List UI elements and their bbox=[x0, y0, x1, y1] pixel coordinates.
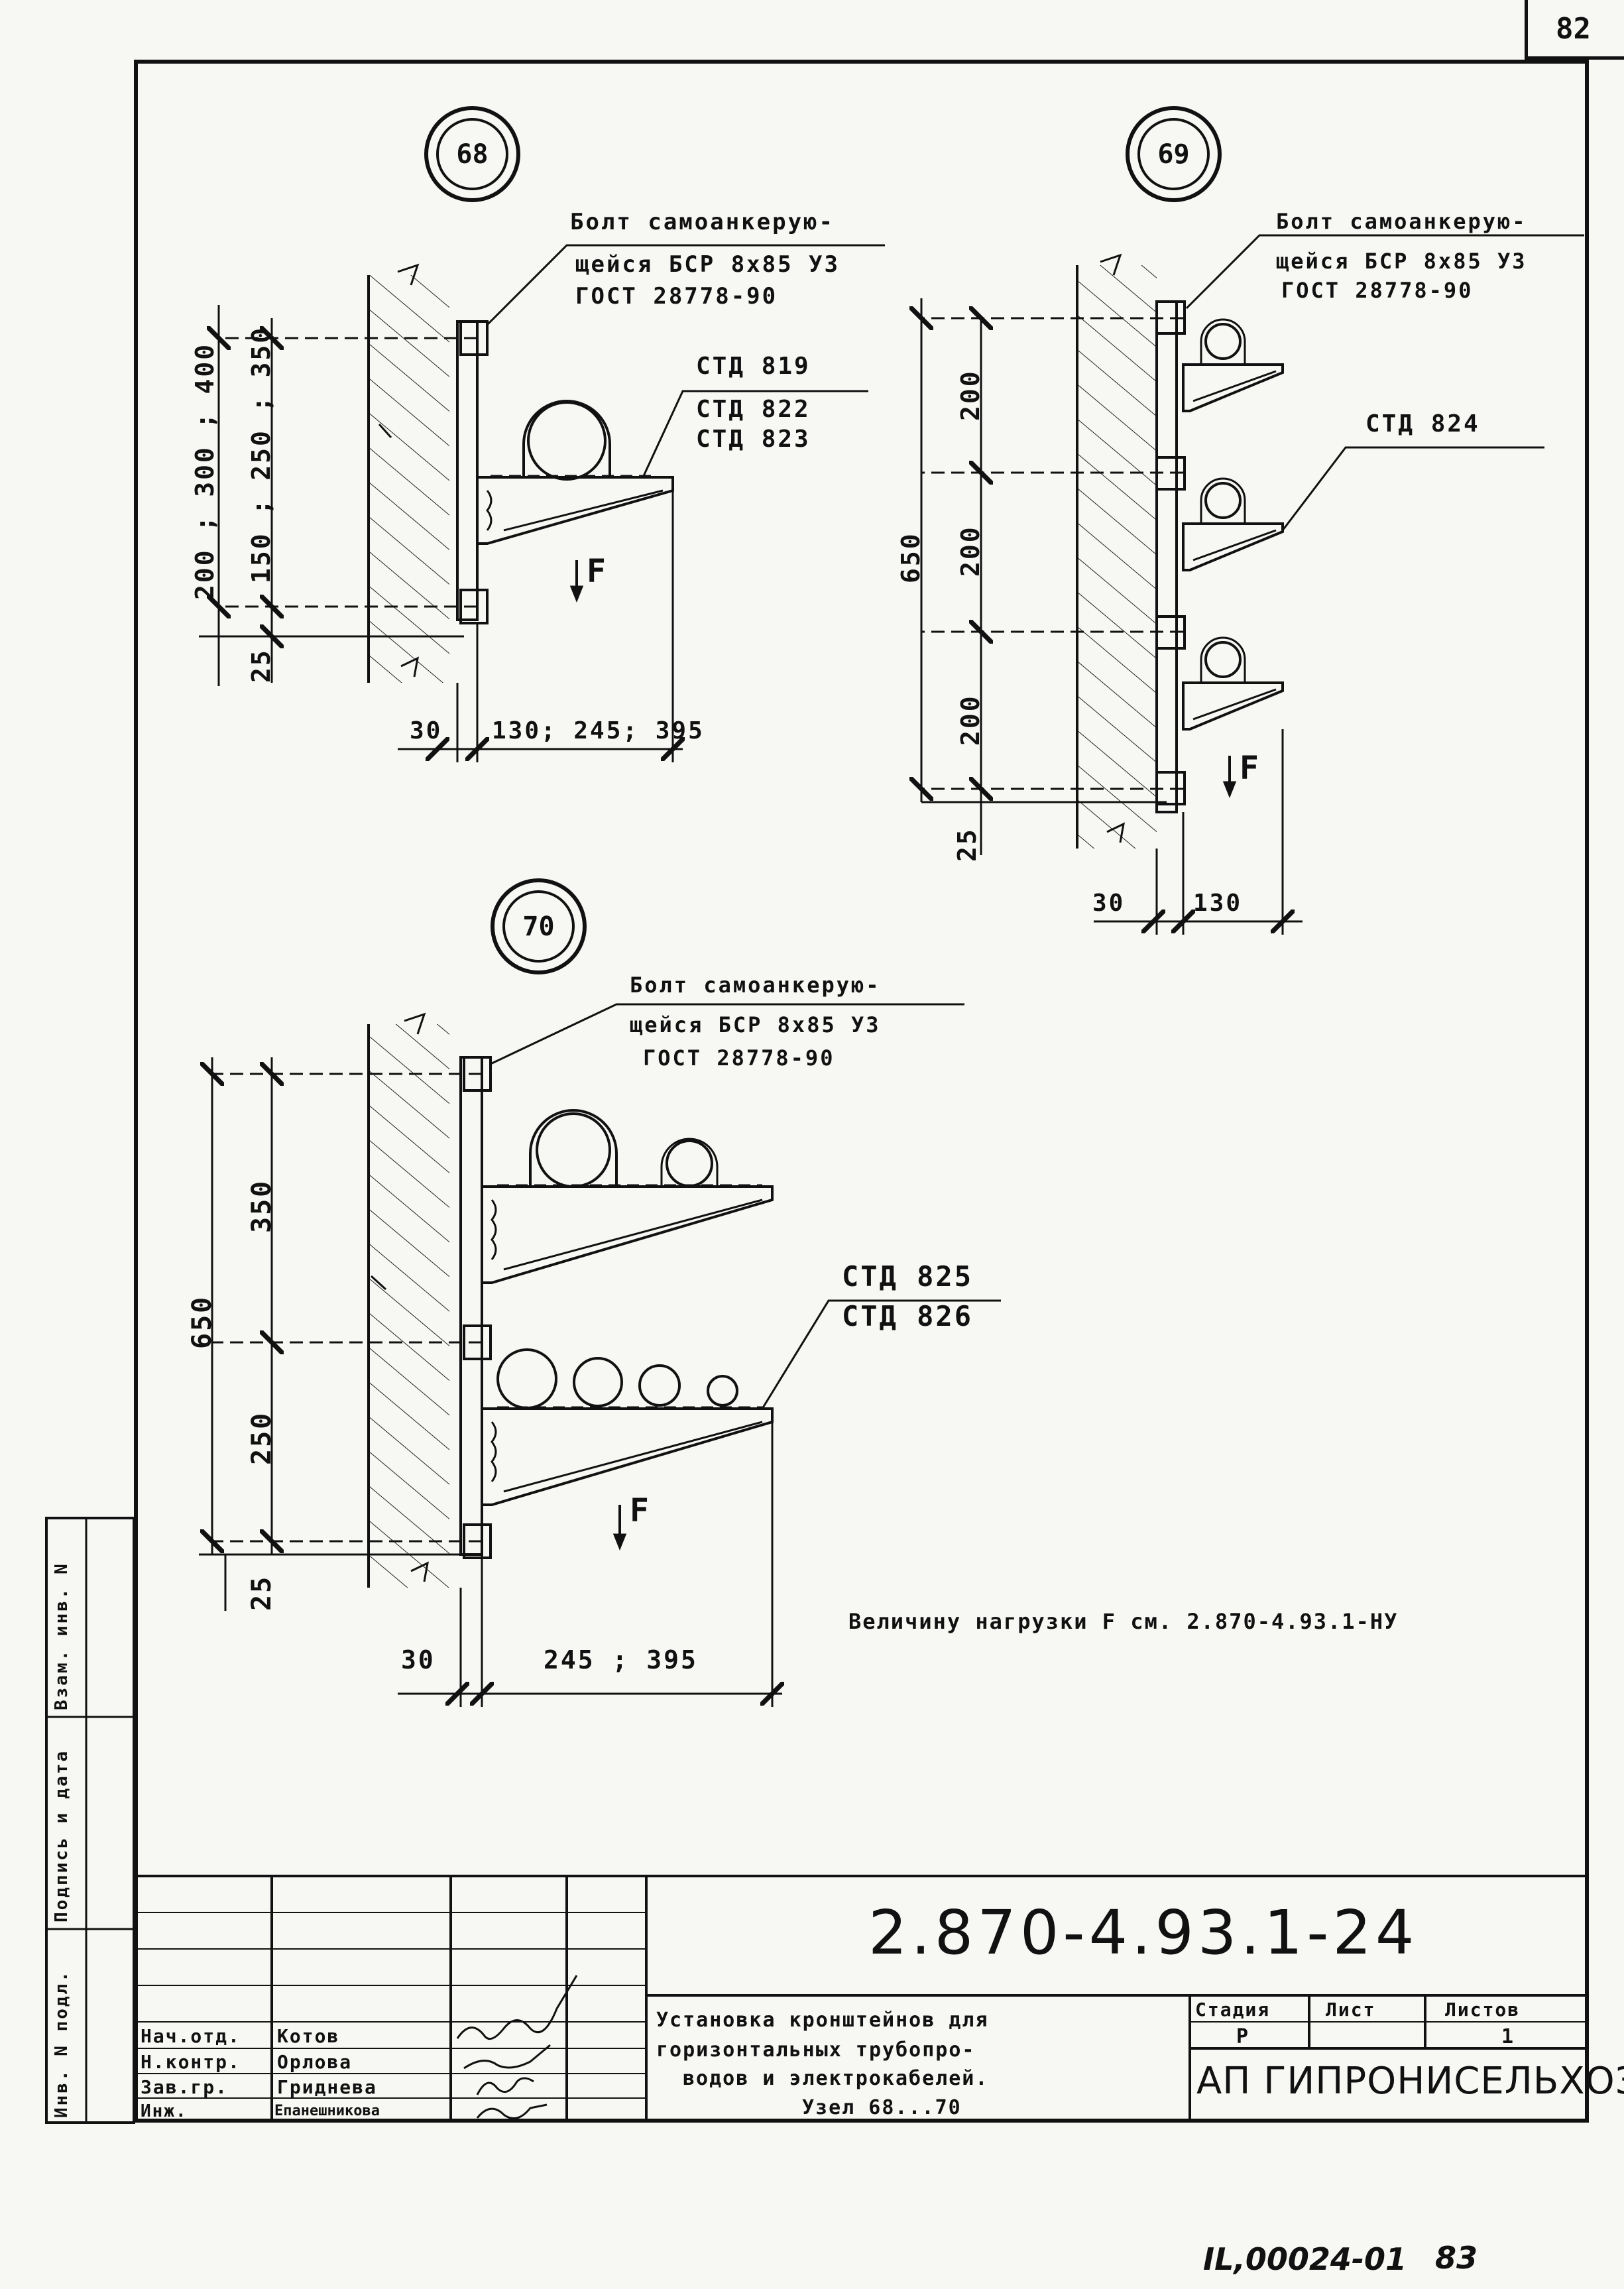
node70-bolt-line-2: щейся БСР 8х85 У3 bbox=[630, 1012, 881, 1037]
node69-drawing bbox=[921, 234, 1584, 935]
node69-dim-seg3: 200 bbox=[956, 694, 985, 746]
description-line-1: Установка кронштейнов для bbox=[656, 2009, 989, 2032]
node70-dim-lower: 250 bbox=[247, 1411, 277, 1465]
page-number: 82 bbox=[1556, 12, 1591, 46]
node68-force: F bbox=[587, 553, 608, 590]
node70-label: 70 bbox=[522, 911, 555, 942]
organization: АП ГИПРОНИСЕЛЬХОЗ bbox=[1196, 2060, 1624, 2103]
signer-name-3: Гриднева bbox=[277, 2076, 377, 2098]
sheets-value: 1 bbox=[1501, 2025, 1515, 2048]
node68-label: 68 bbox=[456, 139, 489, 170]
node70-bracket-line-1: СТД 825 bbox=[842, 1260, 974, 1293]
node70-lower-bracket bbox=[481, 1407, 774, 1506]
node69-dim-reach: 130 bbox=[1193, 890, 1243, 917]
node69-bracket-3 bbox=[1182, 636, 1284, 731]
node68-bracket bbox=[476, 476, 674, 545]
node70-dim-wall: 30 bbox=[401, 1645, 435, 1674]
side-stamp-sign-date: Подпись и дата bbox=[52, 1749, 72, 1922]
node69-dim-seg1: 200 bbox=[956, 369, 985, 421]
node68-bolt-line-3: ГОСТ 28778-90 bbox=[575, 283, 778, 310]
footer-page: 83 bbox=[1435, 2240, 1478, 2276]
node70-wall bbox=[369, 1024, 449, 1588]
node68-bolt-line-2: щейся БСР 8х85 У3 bbox=[575, 251, 840, 278]
page-number-box: 82 bbox=[1525, 0, 1624, 60]
node69-bracket-label: СТД 824 bbox=[1365, 410, 1480, 438]
doc-number: 2.870-4.93.1-24 bbox=[868, 1897, 1419, 1968]
side-stamp-replace-inv: Взам. инв. N bbox=[52, 1562, 72, 1710]
node68-bolt-line-1: Болт самоанкерую- bbox=[570, 209, 835, 235]
signer-role-2: Н.контр. bbox=[141, 2051, 241, 2073]
node68-rail bbox=[456, 320, 479, 621]
signer-name-4: Епанешникова bbox=[274, 2103, 380, 2119]
drawing-frame bbox=[134, 60, 1589, 2123]
node68-bracket-line-1: СТД 819 bbox=[696, 353, 811, 380]
signer-name-1: Котов bbox=[277, 2025, 340, 2047]
node70-dim-reach: 245 ; 395 bbox=[544, 1645, 698, 1674]
node70-bolt-line-1: Болт самоанкерую- bbox=[630, 972, 881, 998]
signer-name-2: Орлова bbox=[277, 2051, 353, 2073]
node68-dim-reach: 130; 245; 395 bbox=[492, 717, 705, 744]
node69-bracket-2 bbox=[1182, 477, 1284, 571]
node68-dim-wall: 30 bbox=[410, 717, 443, 744]
node68-wall bbox=[369, 275, 449, 683]
node68-bracket-line-2: СТД 822 bbox=[696, 396, 811, 423]
node70-bracket-line-2: СТД 826 bbox=[842, 1300, 974, 1332]
node69-bolt-line-2: щейся БСР 8х85 У3 bbox=[1276, 249, 1527, 274]
node68-dim-bottom: 25 bbox=[247, 648, 276, 683]
load-note: Величину нагрузки F см. 2.870-4.93.1-НУ bbox=[848, 1609, 1399, 1634]
signer-role-4: Инж. bbox=[141, 2101, 188, 2121]
signer-role-1: Нач.отд. bbox=[141, 2025, 241, 2047]
node70-drawing bbox=[199, 1003, 1001, 1707]
node68-pipe bbox=[527, 401, 607, 481]
node69-bracket-1 bbox=[1182, 318, 1284, 412]
title-block-grid bbox=[45, 1517, 1589, 2124]
description-line-3: водов и электрокабелей. bbox=[683, 2067, 989, 2090]
node69-dim-wall: 30 bbox=[1092, 890, 1126, 917]
node70-upper-bracket bbox=[481, 1185, 774, 1284]
description-line-4: Узел 68...70 bbox=[802, 2096, 962, 2119]
signatures bbox=[456, 1975, 578, 2120]
node70-force: F bbox=[630, 1492, 651, 1529]
node68-drawing bbox=[199, 244, 885, 762]
node70-rail bbox=[459, 1056, 483, 1556]
node69-dim-bottom: 25 bbox=[953, 827, 982, 862]
node70-dim-total: 650 bbox=[187, 1295, 217, 1349]
node70-dim-upper: 350 bbox=[247, 1179, 277, 1233]
description-line-2: горизонтальных трубопро- bbox=[656, 2038, 976, 2062]
node69-dim-seg2: 200 bbox=[956, 525, 985, 577]
node69-wall bbox=[1077, 265, 1157, 849]
node69-dim-total: 650 bbox=[896, 532, 925, 583]
node68-dim-inner: 150 ; 250 ; 350 bbox=[247, 325, 276, 583]
node70-bolt-line-3: ГОСТ 28778-90 bbox=[643, 1045, 835, 1071]
node69-bolt-line-3: ГОСТ 28778-90 bbox=[1281, 278, 1474, 303]
node69-label: 69 bbox=[1157, 139, 1190, 170]
node70-dim-bottom: 25 bbox=[247, 1574, 277, 1611]
node69-bolt-line-1: Болт самоанкерую- bbox=[1276, 209, 1527, 234]
sheets-header: Листов bbox=[1445, 1999, 1521, 2021]
node69-rail bbox=[1155, 300, 1178, 813]
stage-header: Стадия bbox=[1195, 1999, 1271, 2021]
sheet-header: Лист bbox=[1326, 1999, 1376, 2021]
node69-force: F bbox=[1240, 750, 1261, 787]
signer-role-3: Зав.гр. bbox=[141, 2076, 229, 2098]
stage-value: Р bbox=[1236, 2025, 1250, 2048]
node68-dim-outer: 200 ; 300 ; 400 bbox=[190, 342, 219, 600]
node68-bracket-line-3: СТД 823 bbox=[696, 426, 811, 453]
side-stamp-inv-no: Инв. N подл. bbox=[52, 1969, 72, 2118]
footer-code: ІL,00024-01 bbox=[1203, 2241, 1407, 2277]
